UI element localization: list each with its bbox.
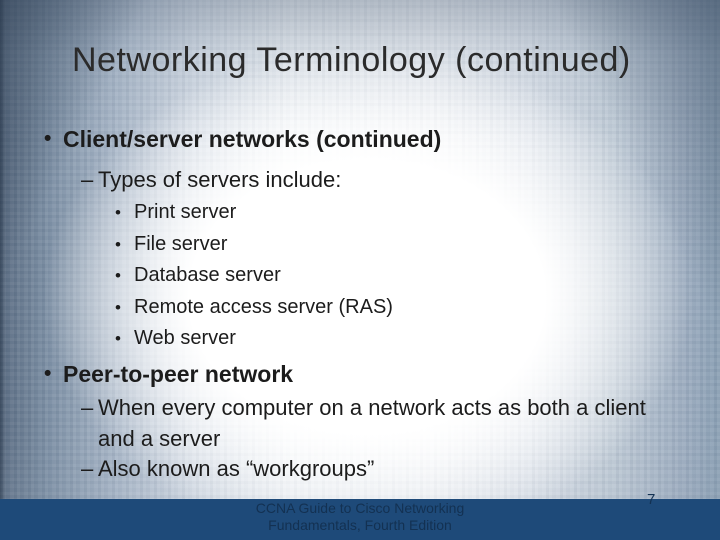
dash-icon: – <box>81 395 94 420</box>
list-item-file-server: • File server <box>115 229 393 261</box>
bullet-item-peer-to-peer-network: • Peer-to-peer network <box>44 359 293 389</box>
footer-band: CCNA Guide to Cisco Networking Fundament… <box>0 499 720 540</box>
bullet-item-client-server-networks: • Client/server networks (continued) <box>44 124 441 154</box>
bullet-icon: • <box>115 297 121 317</box>
sub-bullet-also-known-as-workgroups: – Also known as “workgroups” <box>81 454 374 484</box>
list-item-print-server: • Print server <box>115 197 393 229</box>
sub-bullet-label: Types of servers include: <box>98 167 342 192</box>
bullet-label: Client/server networks (continued) <box>63 126 442 152</box>
list-item-database-server: • Database server <box>115 260 393 292</box>
list-item-remote-access-server: • Remote access server (RAS) <box>115 292 393 324</box>
bullet-icon: • <box>44 127 52 150</box>
footer-course-title: CCNA Guide to Cisco Networking Fundament… <box>0 499 720 534</box>
list-item-label: Database server <box>134 264 281 286</box>
list-item-label: File server <box>134 232 228 255</box>
sub-bullet-label: When every computer on a network acts as… <box>98 395 646 451</box>
page-number: 7 <box>647 491 656 508</box>
sub-bullet-types-of-servers: – Types of servers include: <box>81 165 341 195</box>
dash-icon: – <box>81 456 94 481</box>
bullet-icon: • <box>44 362 52 385</box>
footer-line-2: Fundamentals, Fourth Edition <box>268 517 452 533</box>
sub-bullet-label: Also known as “workgroups” <box>98 456 375 481</box>
slide-title: Networking Terminology (continued) <box>72 41 631 79</box>
list-item-label: Print server <box>134 201 237 223</box>
list-item-label: Web server <box>134 327 236 349</box>
bullet-icon: • <box>115 266 121 285</box>
sub-bullet-when-every-computer: – When every computer on a network acts … <box>81 392 656 454</box>
dash-icon: – <box>81 167 94 192</box>
bullet-icon: • <box>115 234 121 254</box>
bullet-icon: • <box>115 203 121 222</box>
footer-line-1: CCNA Guide to Cisco Networking <box>255 500 465 516</box>
bullet-label: Peer-to-peer network <box>63 361 294 387</box>
list-item-web-server: • Web server <box>115 323 393 355</box>
bullet-icon: • <box>115 329 121 348</box>
server-types-list: • Print server • File server • Database … <box>115 197 393 355</box>
list-item-label: Remote access server (RAS) <box>134 295 393 318</box>
